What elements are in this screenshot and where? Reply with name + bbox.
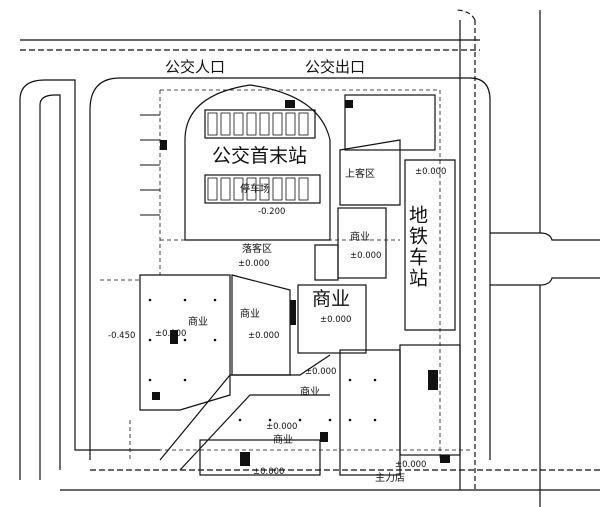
diagonal-corridor <box>159 354 331 471</box>
outer-road <box>19 79 160 480</box>
bus-level-label: -0.200 <box>258 207 286 217</box>
commercial-main-block <box>297 284 367 354</box>
commercial-left-label: 商业 <box>188 317 208 328</box>
commercial-center-level: ±0.000 <box>248 331 280 341</box>
bus-entrance-label: 公交人口 <box>165 58 226 76</box>
subway-level-label: ±0.000 <box>415 167 447 177</box>
bus-terminal-outline <box>184 84 331 241</box>
commercial-mid-level: ±0.000 <box>305 367 337 377</box>
boarding-strip <box>339 139 401 206</box>
subway-station <box>404 159 456 331</box>
anchor-level-label: ±0.000 <box>395 460 427 470</box>
bus-parking-top <box>204 109 316 139</box>
anchor-store-label: 主力店 <box>375 473 405 484</box>
top-right-block <box>344 94 436 151</box>
alighting-area-label: 落客区 <box>242 244 272 255</box>
commercial-bottom-block <box>199 439 321 476</box>
bus-terminal-label: 公交首末站 <box>212 145 308 167</box>
boarding-area-label: 上客区 <box>345 169 375 180</box>
subway-station-label: 地铁车站 <box>406 205 428 289</box>
commercial-mid-label: 商业 <box>300 387 320 398</box>
commercial-bottom-level: ±0.000 <box>266 422 298 432</box>
commercial-1-level: ±0.000 <box>350 251 382 261</box>
left-low-level: -0.450 <box>108 331 136 341</box>
anchor-block <box>339 349 401 476</box>
commercial-1-label: 商业 <box>350 232 370 243</box>
bus-parking-label: 停车场 <box>240 184 270 195</box>
commercial-main-label: 商业 <box>312 288 351 310</box>
commercial-center-block <box>231 274 291 376</box>
bus-parking-bottom <box>204 174 321 204</box>
commercial-upper-block <box>337 207 387 279</box>
bottom-level: ±0.000 <box>253 467 285 477</box>
commercial-left-block <box>139 274 231 411</box>
perimeter-road <box>89 77 491 460</box>
right-junction <box>490 232 600 286</box>
commercial-left-level: ±0.000 <box>155 329 187 339</box>
commercial-bottom-label: 商业 <box>273 435 293 446</box>
right-building <box>399 344 461 456</box>
bus-exit-label: 公交出口 <box>305 58 366 76</box>
commercial-main-level: ±0.000 <box>320 315 352 325</box>
alighting-level-label: ±0.000 <box>238 259 270 269</box>
right-road <box>454 9 476 490</box>
outer-road-inner <box>39 94 61 480</box>
commercial-center-label: 商业 <box>240 309 260 320</box>
